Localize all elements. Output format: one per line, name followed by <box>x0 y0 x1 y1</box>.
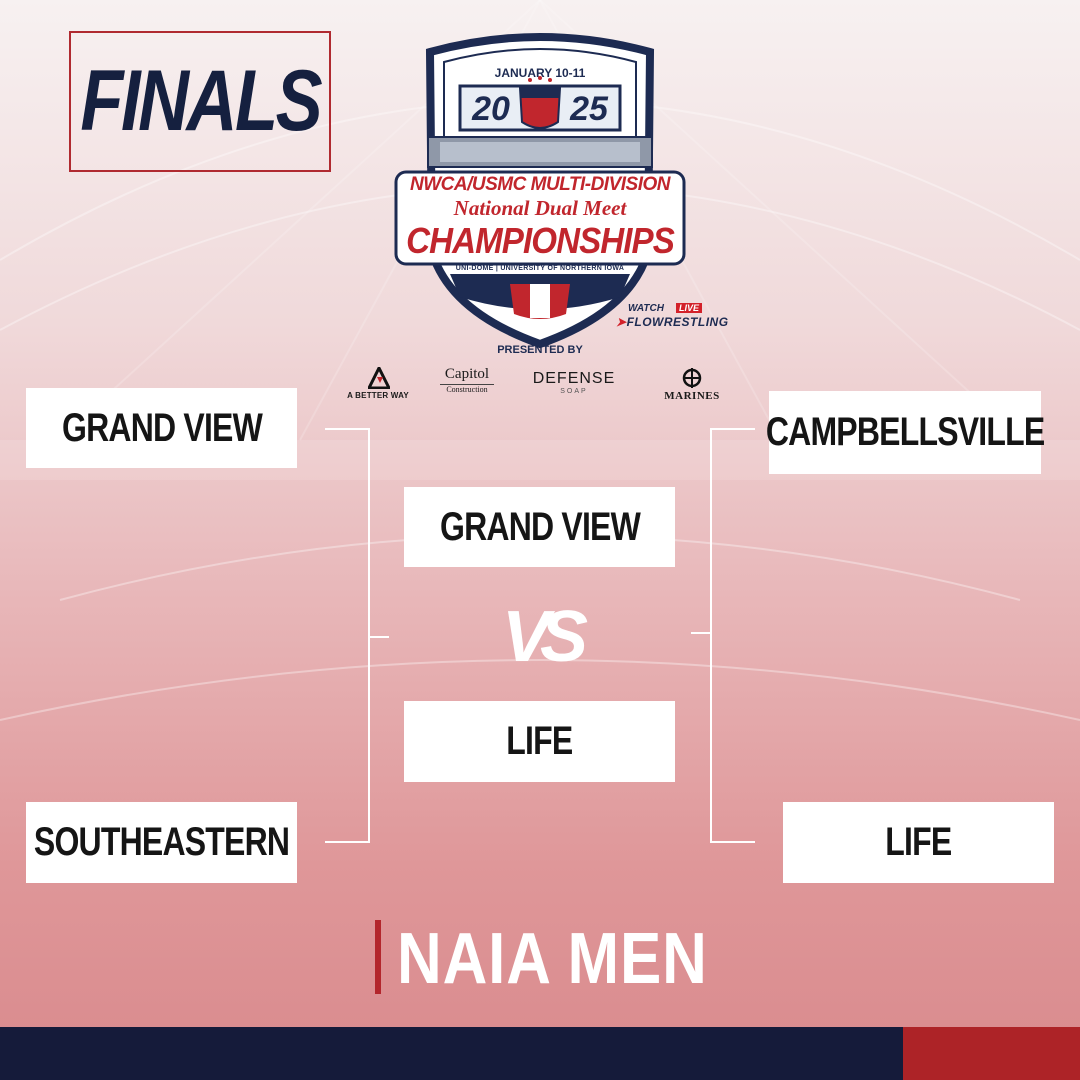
division-label: NAIA MEN <box>375 918 715 999</box>
watch-label: WATCH <box>628 303 664 314</box>
flowrestling-brand: ➤FLOWRESTLING <box>616 315 729 329</box>
flowrestling-label: FLOWRESTLING <box>626 315 729 329</box>
sponsor-name: MARINES <box>664 390 720 402</box>
sponsor-name: Capitol <box>444 366 490 382</box>
division-text: NAIA MEN <box>397 919 708 999</box>
event-year-right: 25 <box>570 90 608 128</box>
versus-label: VS <box>501 597 588 677</box>
flowrestling-logo: WATCH LIVE ➤FLOWRESTLING <box>616 303 736 329</box>
sponsor-capitol: Capitol Construction <box>432 366 502 402</box>
event-logo: JANUARY 10-11 20 25 NWCA/USMC MULTI-DIVI… <box>390 22 690 352</box>
team-name: SOUTHEASTERN <box>33 820 290 864</box>
live-badge: LIVE <box>676 303 703 313</box>
footer-navy-bar <box>0 1027 903 1080</box>
bracket-team-right-bottom: LIFE <box>783 802 1054 883</box>
presented-by-label: PRESENTED BY <box>497 344 583 356</box>
event-title-line3: CHAMPIONSHIPS <box>406 220 675 261</box>
bracket-team-left-bottom: SOUTHEASTERN <box>26 802 297 883</box>
sponsor-name: DEFENSE <box>532 370 616 387</box>
footer-red-bar <box>903 1027 1080 1080</box>
sponsor-sub: SOAP <box>560 388 588 395</box>
event-venue: UNI-DOME | UNIVERSITY OF NORTHERN IOWA <box>455 265 625 272</box>
sponsor-marines: MARINES <box>644 366 740 406</box>
team-name: CAMPBELLSVILLE <box>765 410 1045 454</box>
bracket-team-right-top: CAMPBELLSVILLE <box>766 391 1045 474</box>
finals-title: FINALS <box>80 53 322 149</box>
bolt-icon: ➤ <box>616 315 627 329</box>
triangle-icon <box>368 367 390 389</box>
team-name: LIFE <box>506 719 573 763</box>
sponsor-a-better-way: A BETTER WAY <box>340 365 416 405</box>
division-accent-bar <box>375 920 381 994</box>
finalist-top: GRAND VIEW <box>404 487 675 567</box>
team-name: GRAND VIEW <box>61 405 263 450</box>
event-year-left: 20 <box>472 90 510 128</box>
sponsor-sub: Construction <box>440 384 494 394</box>
sponsor-name: A BETTER WAY <box>347 391 409 400</box>
team-name: LIFE <box>885 820 952 864</box>
event-title-line1: NWCA/USMC MULTI-DIVISION <box>410 174 670 195</box>
sponsor-defense: DEFENSE SOAP <box>522 370 626 400</box>
event-date: JANUARY 10-11 <box>494 66 586 80</box>
globe-anchor-icon <box>682 368 702 388</box>
bracket-team-left-top: GRAND VIEW <box>26 388 297 468</box>
event-title-line2: National Dual Meet <box>453 196 627 220</box>
finalist-bottom: LIFE <box>404 701 675 782</box>
event-logo-shield <box>394 33 686 349</box>
finals-title-box: FINALS <box>69 31 331 172</box>
team-name: GRAND VIEW <box>439 504 641 549</box>
